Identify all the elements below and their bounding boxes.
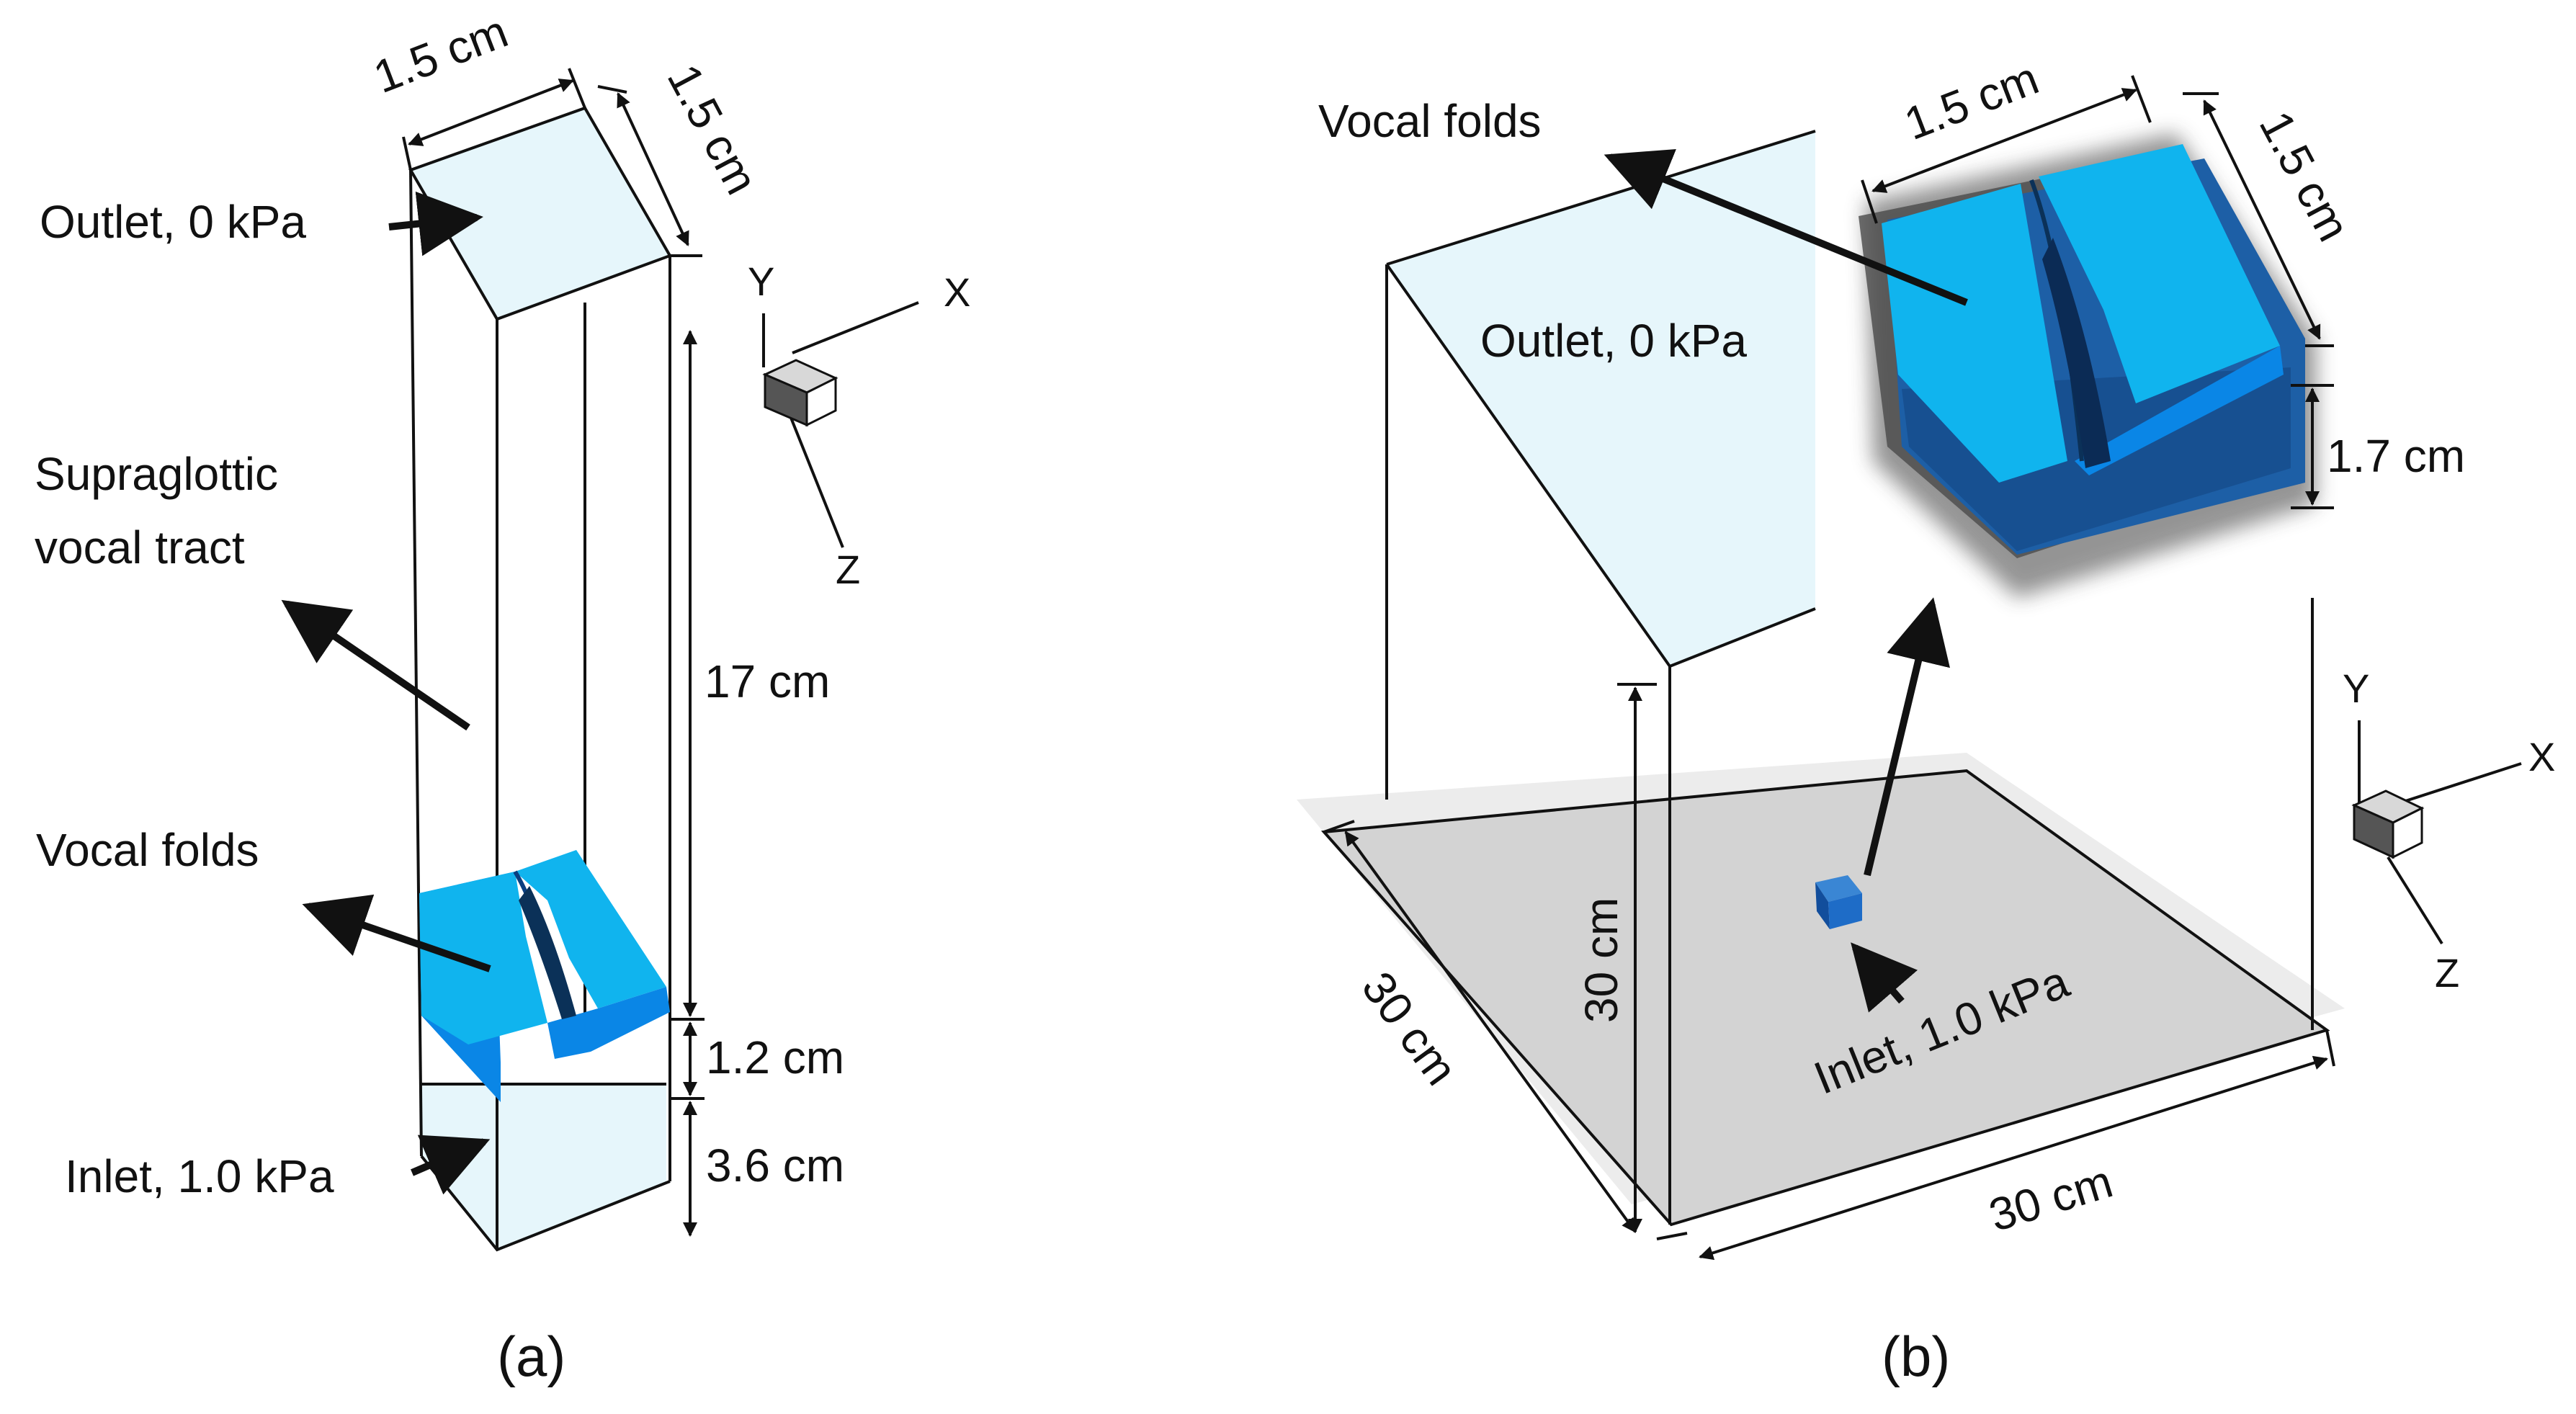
vocal-tract-box (409, 169, 671, 1252)
dim-height-label-b: 30 cm (1575, 898, 1627, 1023)
folds-label-b: Vocal folds (1318, 95, 1542, 147)
tract-label-line2: vocal tract (35, 522, 245, 573)
floor-plane (1320, 769, 2330, 1227)
caption-a: (a) (497, 1325, 565, 1388)
axis-triad-b: Y X Z (2343, 666, 2555, 995)
inlet-label-a: Inlet, 1.0 kPa (65, 1150, 334, 1202)
outlet-face (408, 106, 672, 321)
outlet-face-b (1387, 131, 1815, 666)
dim-inset-width-label: 1.5 cm (1897, 52, 2045, 150)
dim-depth-label-a: 1.5 cm (658, 56, 769, 202)
dim-folds-label: 1.2 cm (706, 1032, 844, 1083)
panel-a: Y X Z Outlet, 0 kPa Supraglottic vocal t… (35, 5, 970, 1388)
dim-tract-label: 17 cm (705, 655, 830, 707)
pointer-arrows-a (281, 191, 491, 1195)
domain-box (1385, 130, 2314, 1225)
tract-label-line1: Supraglottic (35, 448, 278, 500)
axis-y-label-b: Y (2343, 666, 2369, 711)
axis-x-label-a: X (944, 269, 970, 315)
axis-z-label-a: Z (836, 547, 860, 592)
dim-width-label-b: 30 cm (1983, 1155, 2119, 1242)
vocal-folds-model (419, 850, 670, 1102)
dim-width-label-a: 1.5 cm (367, 5, 514, 103)
axis-x-label-b: X (2528, 734, 2555, 779)
outlet-label-b: Outlet, 0 kPa (1480, 315, 1747, 367)
caption-b: (b) (1882, 1325, 1950, 1388)
axis-triad-a: Y X Z (748, 259, 970, 592)
dim-inset-height-label: 1.7 cm (2327, 430, 2465, 482)
axis-y-label-a: Y (748, 259, 774, 304)
inlet-face (421, 1084, 666, 1250)
folds-label-a: Vocal folds (36, 824, 259, 876)
outlet-label-a: Outlet, 0 kPa (40, 196, 306, 248)
dimension-lines-b (1323, 75, 2335, 1261)
panel-b: Y X Z Vocal folds Outlet, 0 kPa 1.7 cm 1… (1297, 52, 2555, 1388)
pointer-arrows-b (1604, 148, 1968, 1013)
axis-z-label-b: Z (2435, 950, 2459, 995)
small-folds-box (1815, 875, 1862, 929)
dimension-lines-a (402, 68, 705, 1237)
dim-inlet-label: 3.6 cm (706, 1140, 844, 1191)
inset-folds (1859, 133, 2316, 598)
